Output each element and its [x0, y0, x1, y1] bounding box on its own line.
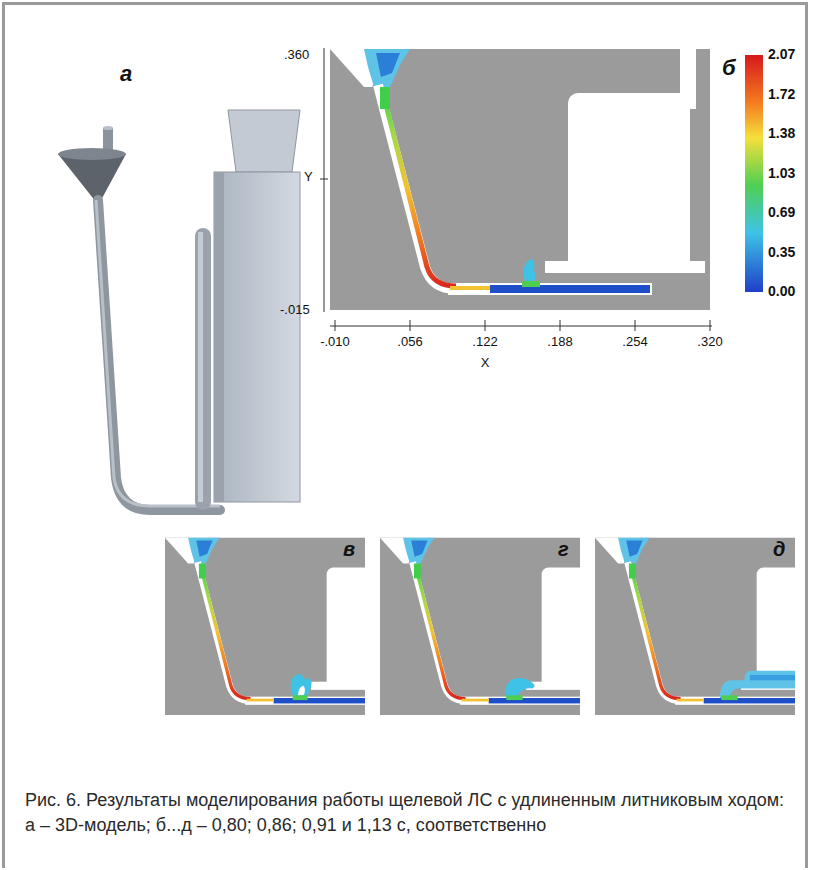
colorbar — [745, 55, 763, 292]
axis-value: .188 — [547, 335, 572, 349]
colorbar-value: 0.69 — [768, 205, 795, 220]
panel-letter: г — [558, 538, 569, 560]
panel-letter: б — [722, 56, 736, 80]
colorbar-value: 2.07 — [768, 47, 795, 62]
simulation-frame — [165, 535, 365, 715]
panel-letter: а — [120, 62, 132, 86]
axes — [320, 40, 740, 340]
figure-caption: Рис. 6. Результаты моделирования работы … — [25, 788, 790, 838]
colorbar-value: 0.00 — [768, 284, 795, 299]
axis-value: .320 — [697, 335, 722, 349]
axis-value: .056 — [397, 335, 422, 349]
colorbar-value: 1.72 — [768, 87, 795, 102]
colorbar-value: 1.03 — [768, 166, 795, 181]
axis-value: .254 — [622, 335, 647, 349]
panel-letter: д — [773, 538, 785, 560]
axis-name: X — [481, 356, 490, 370]
panel-letter: в — [343, 538, 355, 560]
simulation-frame — [595, 535, 795, 715]
simulation-frame — [380, 535, 580, 715]
axis-value: .360 — [284, 48, 309, 62]
colorbar-value: 1.38 — [768, 126, 795, 141]
axis-value: -.015 — [280, 303, 310, 317]
colorbar-value: 0.35 — [768, 245, 795, 260]
axis-name: Y — [304, 170, 313, 184]
axis-value: -.010 — [320, 335, 350, 349]
model-3d — [40, 100, 320, 540]
simulation-frame — [330, 45, 710, 310]
axis-value: .122 — [472, 335, 497, 349]
